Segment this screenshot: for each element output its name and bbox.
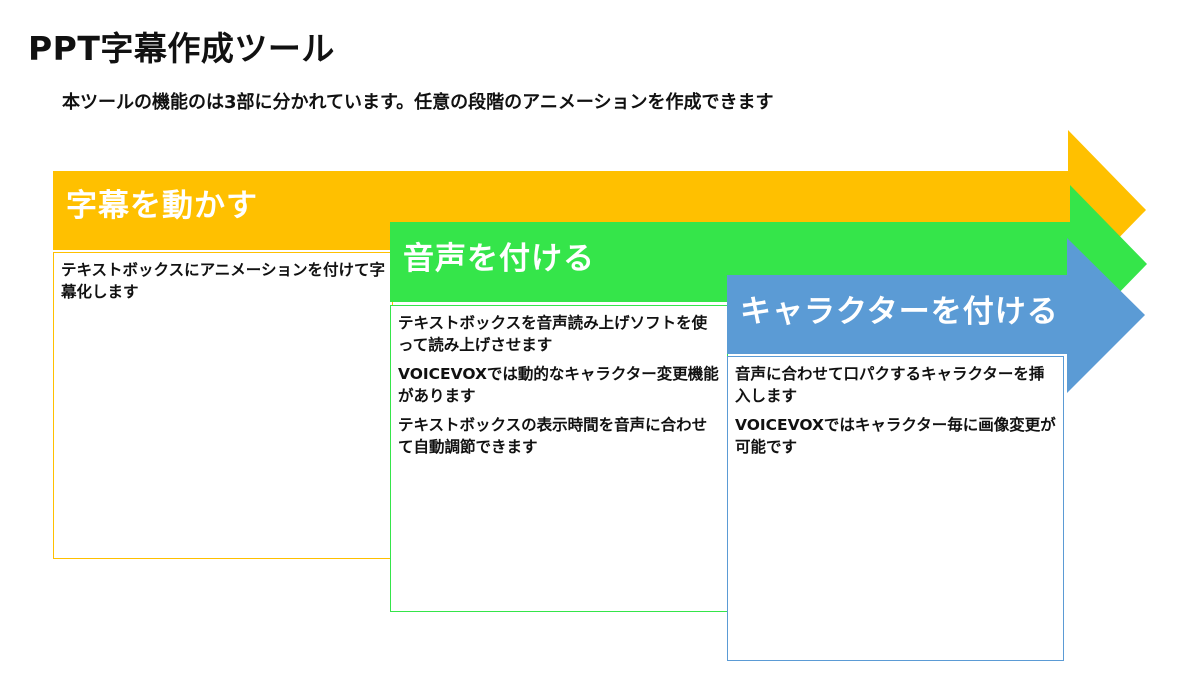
- slide-subtitle: 本ツールの機能のは3部に分かれています。任意の段階のアニメーションを作成できます: [62, 92, 774, 113]
- stage-2-item-2: VOICEVOXでは動的なキャラクター変更機能があります: [398, 365, 719, 405]
- stage-3-item-1: 音声に合わせて口パクするキャラクターを挿入します: [735, 365, 1045, 405]
- stage-2-label: 音声を付ける: [403, 241, 595, 277]
- stage-3-item-2: VOICEVOXではキャラクター毎に画像変更が可能です: [735, 416, 1056, 456]
- stage-2-arrow-shape: [390, 185, 1147, 343]
- stage-1-item-1: テキストボックスにアニメーションを付けて字幕化します: [61, 261, 385, 301]
- stage-1-label: 字幕を動かす: [66, 188, 258, 224]
- stage-3-description-box: 音声に合わせて口パクするキャラクターを挿入します VOICEVOXではキャラクタ…: [727, 356, 1064, 661]
- stage-2-item-3: テキストボックスの表示時間を音声に合わせて自動調節できます: [398, 416, 708, 456]
- stage-2-description-box: テキストボックスを音声読み上げソフトを使って読み上げさせます VOICEVOXで…: [390, 305, 728, 612]
- stage-3-label: キャラクターを付ける: [740, 294, 1059, 330]
- stage-2-item-1: テキストボックスを音声読み上げソフトを使って読み上げさせます: [398, 314, 708, 354]
- slide-title: PPT字幕作成ツール: [28, 29, 335, 68]
- stage-3-arrow-shape: [727, 238, 1145, 393]
- stage-1-description-box: テキストボックスにアニメーションを付けて字幕化します: [53, 252, 393, 559]
- stage-3-arrow: [727, 238, 1145, 393]
- stage-2-arrow: [390, 185, 1147, 343]
